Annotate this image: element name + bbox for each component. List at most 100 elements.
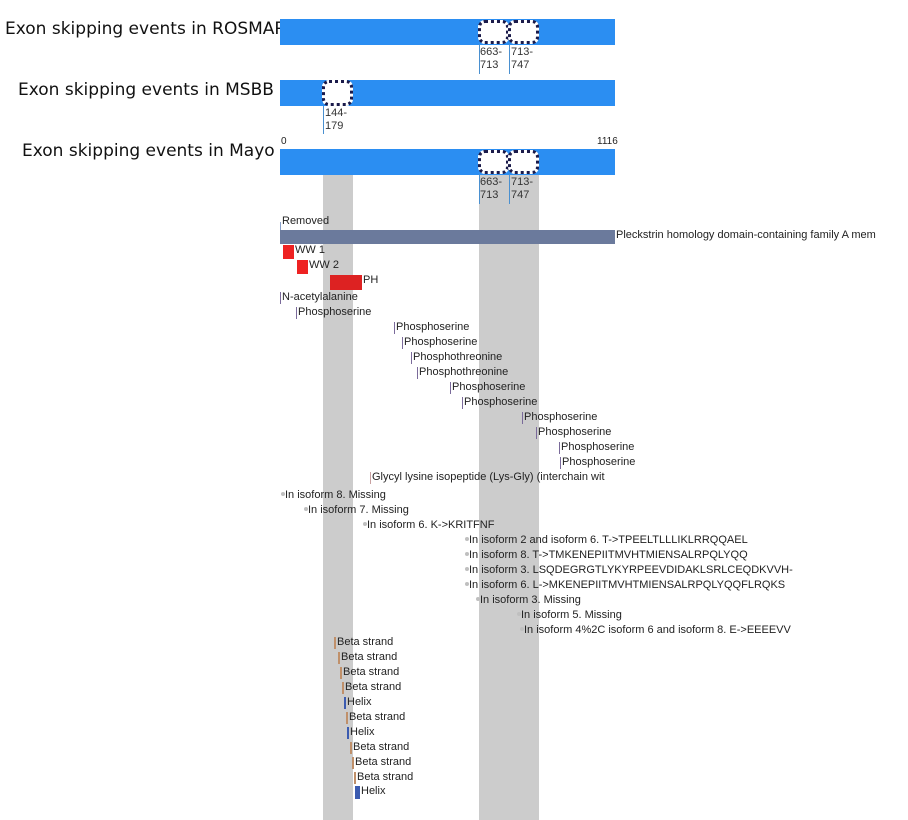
track-title-mayo: Exon skipping events in Mayo	[22, 141, 275, 161]
feature-marker[interactable]	[280, 230, 615, 244]
axis-end-label: 1116	[597, 136, 618, 147]
event-range-label: 663-713	[480, 176, 503, 201]
feature-label: Pleckstrin homology domain-containing fa…	[616, 229, 876, 241]
feature-label: Helix	[347, 696, 372, 708]
event-range-label: 144-179	[325, 107, 348, 132]
feature-label: In isoform 8. T->TMKENEPIITMVHTMIENSALRP…	[469, 549, 748, 561]
variant-marker[interactable]	[476, 597, 480, 601]
exon-event-highlight	[479, 175, 539, 820]
feature-label: Beta strand	[355, 756, 412, 768]
variant-marker[interactable]	[363, 522, 367, 526]
feature-label: In isoform 3. LSQDEGRGTLYKYRPEEVDIDAKLSR…	[469, 564, 793, 576]
feature-label: In isoform 2 and isoform 6. T->TPEELTLLL…	[469, 534, 748, 546]
feature-marker[interactable]	[411, 352, 412, 364]
feature-marker[interactable]	[344, 697, 346, 709]
feature-label: Phosphoserine	[524, 411, 598, 423]
feature-marker[interactable]	[340, 667, 342, 679]
variant-marker[interactable]	[520, 627, 524, 631]
feature-label: Phosphoserine	[538, 426, 612, 438]
variant-marker[interactable]	[465, 552, 469, 556]
protein-bar-mayo	[280, 149, 615, 175]
event-tick	[509, 44, 510, 74]
feature-label: N-acetylalanine	[282, 291, 358, 303]
feature-marker[interactable]	[354, 772, 356, 784]
feature-marker[interactable]	[522, 412, 523, 424]
event-tick	[479, 44, 480, 74]
event-tick	[509, 174, 510, 204]
feature-marker[interactable]	[462, 397, 463, 409]
feature-marker[interactable]	[338, 652, 340, 664]
feature-label: Phosphoserine	[562, 456, 636, 468]
feature-marker[interactable]	[334, 637, 336, 649]
feature-marker[interactable]	[350, 742, 352, 754]
feature-marker[interactable]	[280, 222, 281, 234]
feature-marker[interactable]	[355, 786, 360, 799]
track-title-rosmap: Exon skipping events in ROSMAP	[5, 19, 285, 39]
feature-label: Beta strand	[343, 666, 400, 678]
feature-label: Phosphothreonine	[419, 366, 509, 378]
feature-label: Helix	[350, 726, 375, 738]
variant-marker[interactable]	[465, 582, 469, 586]
feature-label: Phosphoserine	[464, 396, 538, 408]
feature-label: Helix	[361, 785, 386, 797]
feature-label: Phosphoserine	[404, 336, 478, 348]
exon-event-mayo-2[interactable]	[508, 150, 539, 174]
exon-event-mayo-1[interactable]	[478, 150, 509, 174]
feature-marker[interactable]	[342, 682, 344, 694]
feature-label: In isoform 5. Missing	[521, 609, 622, 621]
feature-label: Phosphoserine	[561, 441, 635, 453]
feature-marker[interactable]	[352, 757, 354, 769]
variant-marker[interactable]	[465, 567, 469, 571]
exon-event-rosmap-1[interactable]	[478, 20, 509, 44]
feature-marker[interactable]	[450, 382, 451, 394]
feature-label: Phosphothreonine	[413, 351, 503, 363]
variant-marker[interactable]	[465, 537, 469, 541]
protein-bar-rosmap	[280, 19, 615, 45]
track-title-msbb: Exon skipping events in MSBB	[18, 80, 274, 100]
feature-label: Beta strand	[337, 636, 394, 648]
variant-marker[interactable]	[517, 612, 521, 616]
feature-label: Beta strand	[349, 711, 406, 723]
exon-event-rosmap-2[interactable]	[508, 20, 539, 44]
feature-label: Phosphoserine	[298, 306, 372, 318]
feature-marker[interactable]	[536, 427, 537, 439]
feature-label: In isoform 7. Missing	[308, 504, 409, 516]
feature-marker[interactable]	[560, 457, 561, 469]
event-range-label: 663-713	[480, 46, 503, 71]
feature-label: Glycyl lysine isopeptide (Lys-Gly) (inte…	[372, 471, 605, 483]
feature-marker[interactable]	[394, 322, 395, 334]
feature-label: Beta strand	[353, 741, 410, 753]
axis-start-label: 0	[281, 136, 287, 147]
feature-marker[interactable]	[417, 367, 418, 379]
feature-marker[interactable]	[370, 472, 371, 484]
feature-marker[interactable]	[330, 275, 362, 290]
feature-marker[interactable]	[283, 245, 294, 259]
feature-marker[interactable]	[347, 727, 349, 739]
feature-label: Phosphoserine	[396, 321, 470, 333]
feature-label: In isoform 6. K->KRITFNF	[367, 519, 495, 531]
variant-marker[interactable]	[281, 492, 285, 496]
feature-marker[interactable]	[402, 337, 403, 349]
feature-label: Beta strand	[341, 651, 398, 663]
feature-label: Removed	[282, 215, 330, 227]
event-tick	[323, 106, 324, 134]
feature-marker[interactable]	[280, 292, 281, 304]
feature-label: Phosphoserine	[452, 381, 526, 393]
variant-marker[interactable]	[304, 507, 308, 511]
feature-label: WW 1	[295, 244, 325, 256]
event-tick	[479, 174, 480, 204]
feature-label: In isoform 4%2C isoform 6 and isoform 8.…	[524, 624, 791, 636]
feature-marker[interactable]	[297, 260, 308, 274]
event-range-label: 713-747	[511, 46, 534, 71]
feature-label: PH	[363, 274, 379, 286]
exon-event-msbb-1[interactable]	[322, 80, 353, 106]
feature-marker[interactable]	[559, 442, 560, 454]
feature-marker[interactable]	[296, 307, 297, 319]
feature-label: WW 2	[309, 259, 339, 271]
feature-label: In isoform 6. L->MKENEPIITMVHTMIENSALRPQ…	[469, 579, 786, 591]
feature-label: Beta strand	[345, 681, 402, 693]
feature-marker[interactable]	[346, 712, 348, 724]
feature-label: In isoform 3. Missing	[480, 594, 581, 606]
feature-label: Beta strand	[357, 771, 414, 783]
